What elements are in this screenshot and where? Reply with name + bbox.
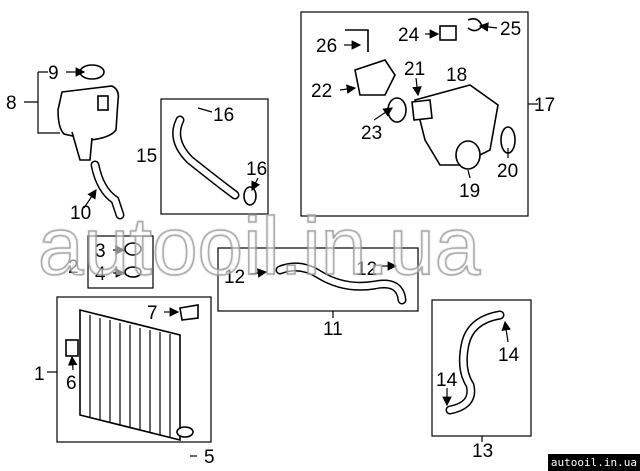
- watermark-badge: autooil.in.ua: [547, 454, 640, 471]
- callout-6: 6: [66, 373, 77, 394]
- callout-18: 18: [446, 65, 467, 86]
- callout-3: 3: [95, 241, 106, 262]
- callout-1: 1: [34, 364, 45, 385]
- callout-21: 21: [404, 59, 425, 80]
- reservoir-tank: [57, 64, 120, 161]
- callout-17: 17: [534, 95, 555, 116]
- bracket-4: [124, 266, 142, 278]
- radiator: [65, 304, 199, 442]
- callout-11: 11: [323, 319, 343, 340]
- callout-16a: 16: [213, 105, 234, 126]
- hose-11: [275, 262, 407, 305]
- callout-12b: 12: [356, 259, 377, 280]
- reservoir-hose: [90, 160, 125, 220]
- cap-3: [124, 242, 142, 256]
- hose-15: [172, 115, 257, 206]
- group-box-11: [217, 247, 419, 312]
- callout-4: 4: [95, 264, 106, 285]
- callout-8: 8: [6, 93, 17, 114]
- callout-24: 24: [398, 25, 420, 46]
- callout-19: 19: [459, 181, 480, 202]
- callout-10: 10: [70, 203, 91, 224]
- callout-7: 7: [147, 303, 158, 324]
- hose-13: [445, 310, 505, 415]
- callout-22: 22: [311, 81, 332, 102]
- callout-2: 2: [68, 257, 79, 278]
- callout-12a: 12: [224, 267, 245, 288]
- callout-16b: 16: [246, 159, 267, 180]
- callout-15: 15: [136, 146, 157, 167]
- callout-13: 13: [472, 441, 493, 462]
- callout-26: 26: [316, 36, 337, 57]
- callout-20: 20: [497, 161, 518, 182]
- callout-9: 9: [48, 63, 59, 84]
- callout-14a: 14: [498, 345, 520, 366]
- callout-5: 5: [204, 447, 215, 468]
- thermostat-housing: [345, 18, 516, 170]
- callout-23: 23: [361, 123, 382, 144]
- callout-25: 25: [500, 19, 521, 40]
- callout-14b: 14: [436, 370, 458, 391]
